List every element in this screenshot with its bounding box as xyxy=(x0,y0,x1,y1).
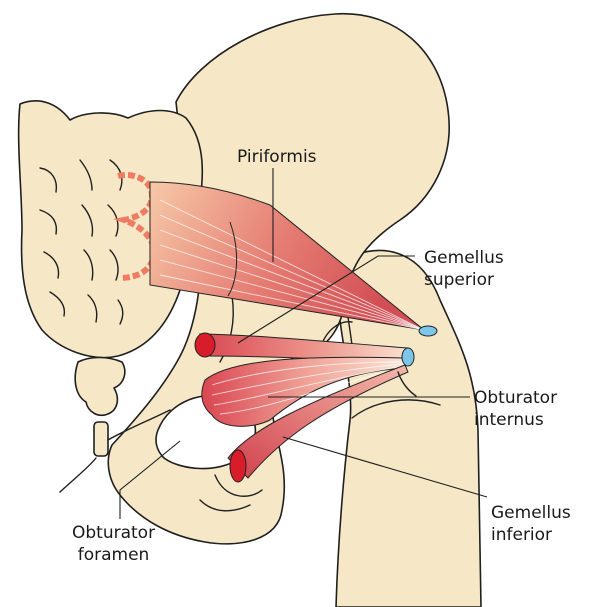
label-obturator-internus-line2: internus xyxy=(474,409,557,431)
label-piriformis: Piriformis xyxy=(237,146,317,168)
gemellus-inferior-cut xyxy=(230,450,246,482)
gemellus-superior-cut xyxy=(195,333,215,357)
label-obturator-foramen-line2: foramen xyxy=(72,544,155,566)
label-gemellus-superior-line1: Gemellus xyxy=(424,247,504,269)
pubic-edge xyxy=(60,458,96,492)
label-obturator-internus: Obturator internus xyxy=(474,387,557,431)
label-obturator-foramen-line1: Obturator xyxy=(72,522,155,544)
label-gemellus-inferior-line2: inferior xyxy=(491,524,571,546)
obturator-insertion xyxy=(402,348,414,366)
label-gemellus-superior-line2: superior xyxy=(424,269,504,291)
label-obturator-internus-line1: Obturator xyxy=(474,387,557,409)
label-obturator-foramen: Obturator foramen xyxy=(72,522,155,566)
label-gemellus-superior: Gemellus superior xyxy=(424,247,504,291)
label-gemellus-inferior: Gemellus inferior xyxy=(491,502,571,546)
label-gemellus-inferior-line1: Gemellus xyxy=(491,502,571,524)
piriformis-insertion xyxy=(419,326,437,336)
